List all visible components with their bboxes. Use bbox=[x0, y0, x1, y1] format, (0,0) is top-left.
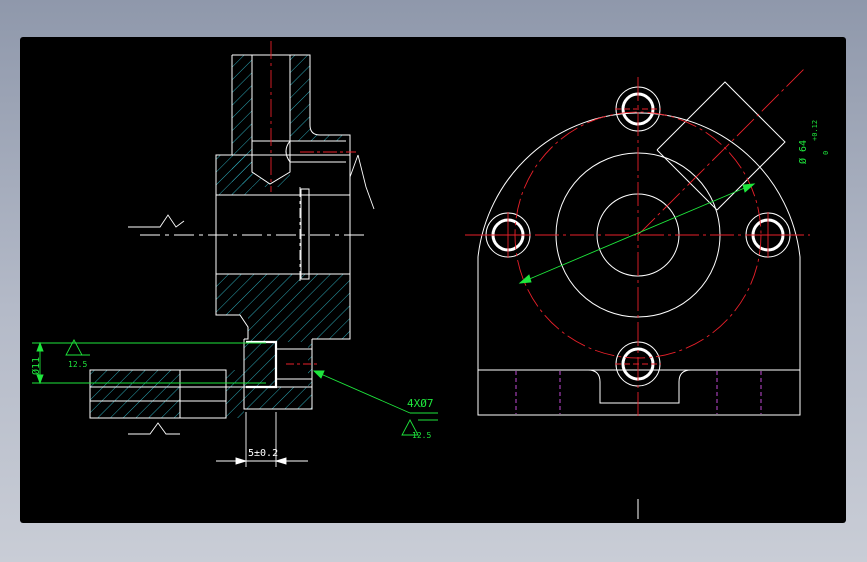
front-view bbox=[477, 81, 801, 416]
roughness-left-label: 12.5 bbox=[68, 360, 87, 369]
holes-callout-label: 4XØ7 bbox=[407, 397, 434, 410]
section-view bbox=[89, 54, 375, 435]
diameter-11-label: Ø11 bbox=[30, 357, 42, 375]
roughness-callout-label: 12.5 bbox=[412, 431, 431, 440]
bore-dimension bbox=[518, 183, 756, 284]
bore-tol-lower: 0 bbox=[822, 151, 830, 155]
cad-drawing: Ø11 12.5 4XØ7 12.5 5±0.2 bbox=[30, 41, 830, 519]
width-dimension-label: 5±0.2 bbox=[248, 448, 278, 459]
front-centerlines bbox=[465, 66, 810, 417]
section-dimensions bbox=[32, 339, 438, 436]
cad-viewport[interactable]: Ø11 12.5 4XØ7 12.5 5±0.2 bbox=[20, 37, 846, 523]
bore-tol-upper: +0.12 bbox=[811, 120, 819, 141]
bore-diameter-label: Ø 64 bbox=[797, 140, 809, 164]
width-dimension bbox=[216, 412, 308, 467]
section-centerlines bbox=[140, 41, 365, 365]
hidden-lines bbox=[515, 371, 762, 414]
